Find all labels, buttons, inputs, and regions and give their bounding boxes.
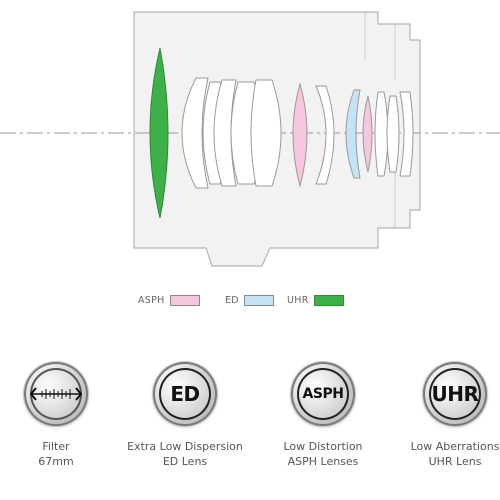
lens-element: [386, 95, 400, 173]
feature-caption-line1: Low Aberrations: [410, 440, 500, 453]
badge-text: ASPH: [302, 386, 344, 402]
filter-size-icon: [30, 387, 82, 401]
legend-item-ed: ED: [225, 293, 274, 307]
feature-caption-line2: ASPH Lenses: [287, 455, 359, 468]
legend-swatch-ed: [243, 294, 274, 306]
asph-lens-element: [362, 95, 373, 173]
badge-text: ED: [170, 382, 200, 406]
uhr-badge-icon: UHR: [423, 362, 487, 426]
feature-caption-line2: ED Lens: [162, 455, 208, 468]
feature-caption: Filter 67mm: [0, 439, 121, 469]
legend-swatch-uhr: [313, 294, 344, 306]
lens-element: [399, 91, 414, 177]
feature-caption: Extra Low Dispersion ED Lens: [120, 439, 250, 469]
lens-element: [250, 79, 282, 187]
feature-ed: ED Extra Low Dispersion ED Lens: [120, 362, 250, 469]
feature-caption-line2: 67mm: [38, 455, 74, 468]
asph-lens-element: [292, 82, 308, 188]
legend-item-asph: ASPH: [138, 293, 200, 307]
legend-label: UHR: [287, 294, 309, 306]
uhr-lens-element: [149, 47, 169, 219]
legend-label: ED: [225, 294, 239, 306]
feature-uhr: UHR Low Aberrations UHR Lens: [390, 362, 500, 469]
feature-caption-line1: Filter: [42, 440, 70, 453]
ed-badge-icon: ED: [153, 362, 217, 426]
lens-element: [374, 91, 389, 177]
lens-element: [315, 85, 335, 185]
feature-caption: Low Distortion ASPH Lenses: [258, 439, 388, 469]
feature-caption: Low Aberrations UHR Lens: [390, 439, 500, 469]
feature-filter: Filter 67mm: [0, 362, 121, 469]
feature-asph: ASPH Low Distortion ASPH Lenses: [258, 362, 388, 469]
legend-label: ASPH: [138, 294, 165, 306]
feature-caption-line2: UHR Lens: [428, 455, 482, 468]
ed-lens-element: [345, 89, 361, 179]
legend-swatch-asph: [169, 294, 200, 306]
asph-badge-icon: ASPH: [291, 362, 355, 426]
feature-caption-line1: Low Distortion: [283, 440, 363, 453]
barrel-inner-line: [364, 12, 396, 228]
legend-item-uhr: UHR: [287, 293, 344, 307]
lens-element: [181, 77, 209, 189]
lens-element: [213, 79, 237, 187]
badge-text: UHR: [431, 382, 479, 406]
feature-caption-line1: Extra Low Dispersion: [127, 440, 243, 453]
filter-thread-icon: [24, 362, 88, 426]
